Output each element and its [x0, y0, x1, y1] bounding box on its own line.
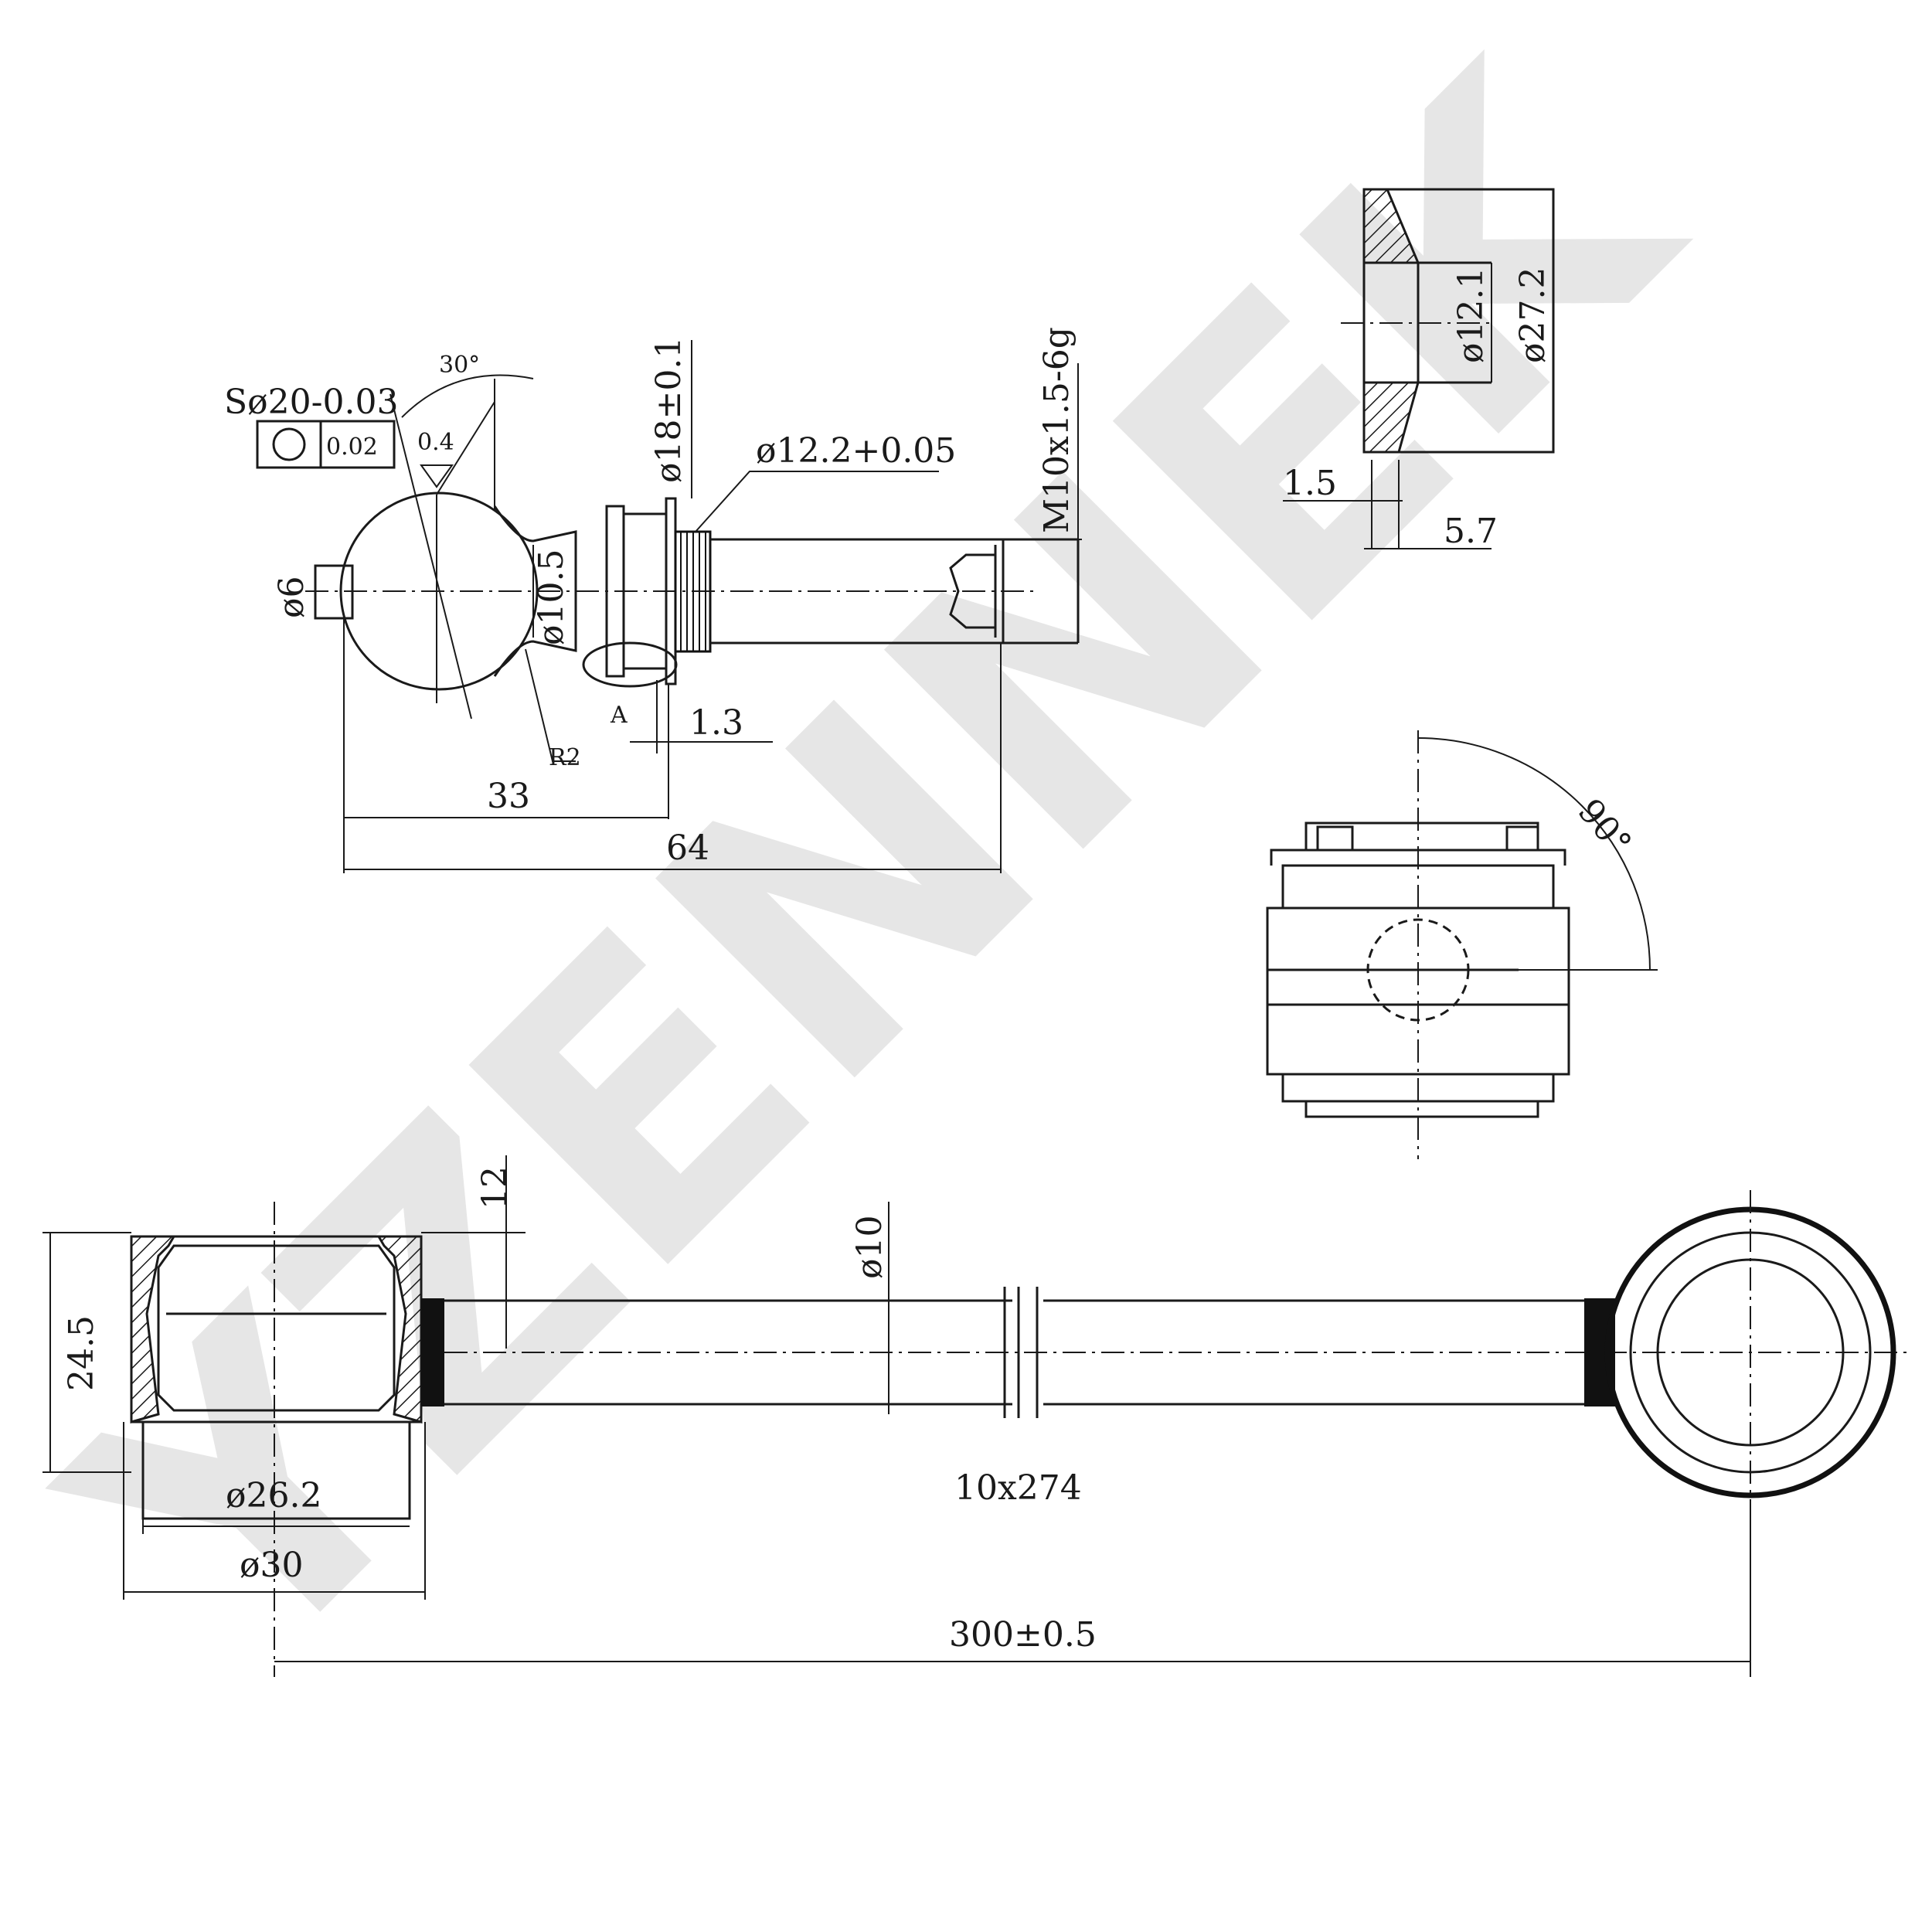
inner-dia-dim: ø26.2 — [226, 1476, 321, 1515]
gap-dim: 1.3 — [689, 703, 743, 743]
outer-dia-dim: ø30 — [240, 1546, 303, 1585]
rod-dia-dim: ø10 — [850, 1216, 889, 1279]
bushing-outer-dim: ø27.2 — [1513, 267, 1553, 363]
angle-30-label: 30° — [439, 352, 480, 379]
length-64-dim: 64 — [666, 828, 709, 868]
stub-dia-dim: ø6 — [272, 577, 311, 618]
socket-side-view — [1266, 730, 1658, 1159]
tolerance-value: 0.02 — [326, 434, 378, 461]
ball-stud-view — [256, 340, 1082, 873]
bushing-depth-dim: 5.7 — [1444, 512, 1498, 551]
neck-dia-dim: ø10.5 — [532, 549, 571, 645]
bushing-bore-dim: ø12.1 — [1451, 267, 1491, 363]
knurl-dia-dim: ø12.2+0.05 — [756, 431, 956, 471]
head-height-dim: 24.5 — [62, 1315, 101, 1391]
datum-label: A — [610, 702, 628, 729]
total-length-dim: 300±0.5 — [949, 1615, 1097, 1655]
fillet-dim: R2 — [549, 744, 581, 771]
offset-dim: 12 — [475, 1166, 515, 1209]
sphere-dim: Sø20-0.03 — [224, 383, 398, 422]
roughness-value: 0.4 — [417, 429, 454, 456]
link-rod-view — [43, 1155, 1909, 1677]
bushing-lip-dim: 1.5 — [1283, 464, 1337, 503]
thread-dim: M10x1.5-6g — [1037, 327, 1077, 533]
length-33-dim: 33 — [487, 777, 530, 816]
side-angle-dim: 90° — [1570, 791, 1639, 863]
bushing-section-view — [1283, 188, 1555, 549]
rod-spec-label: 10x274 — [954, 1468, 1082, 1508]
flange-dia-dim: ø18±0.1 — [649, 337, 689, 483]
